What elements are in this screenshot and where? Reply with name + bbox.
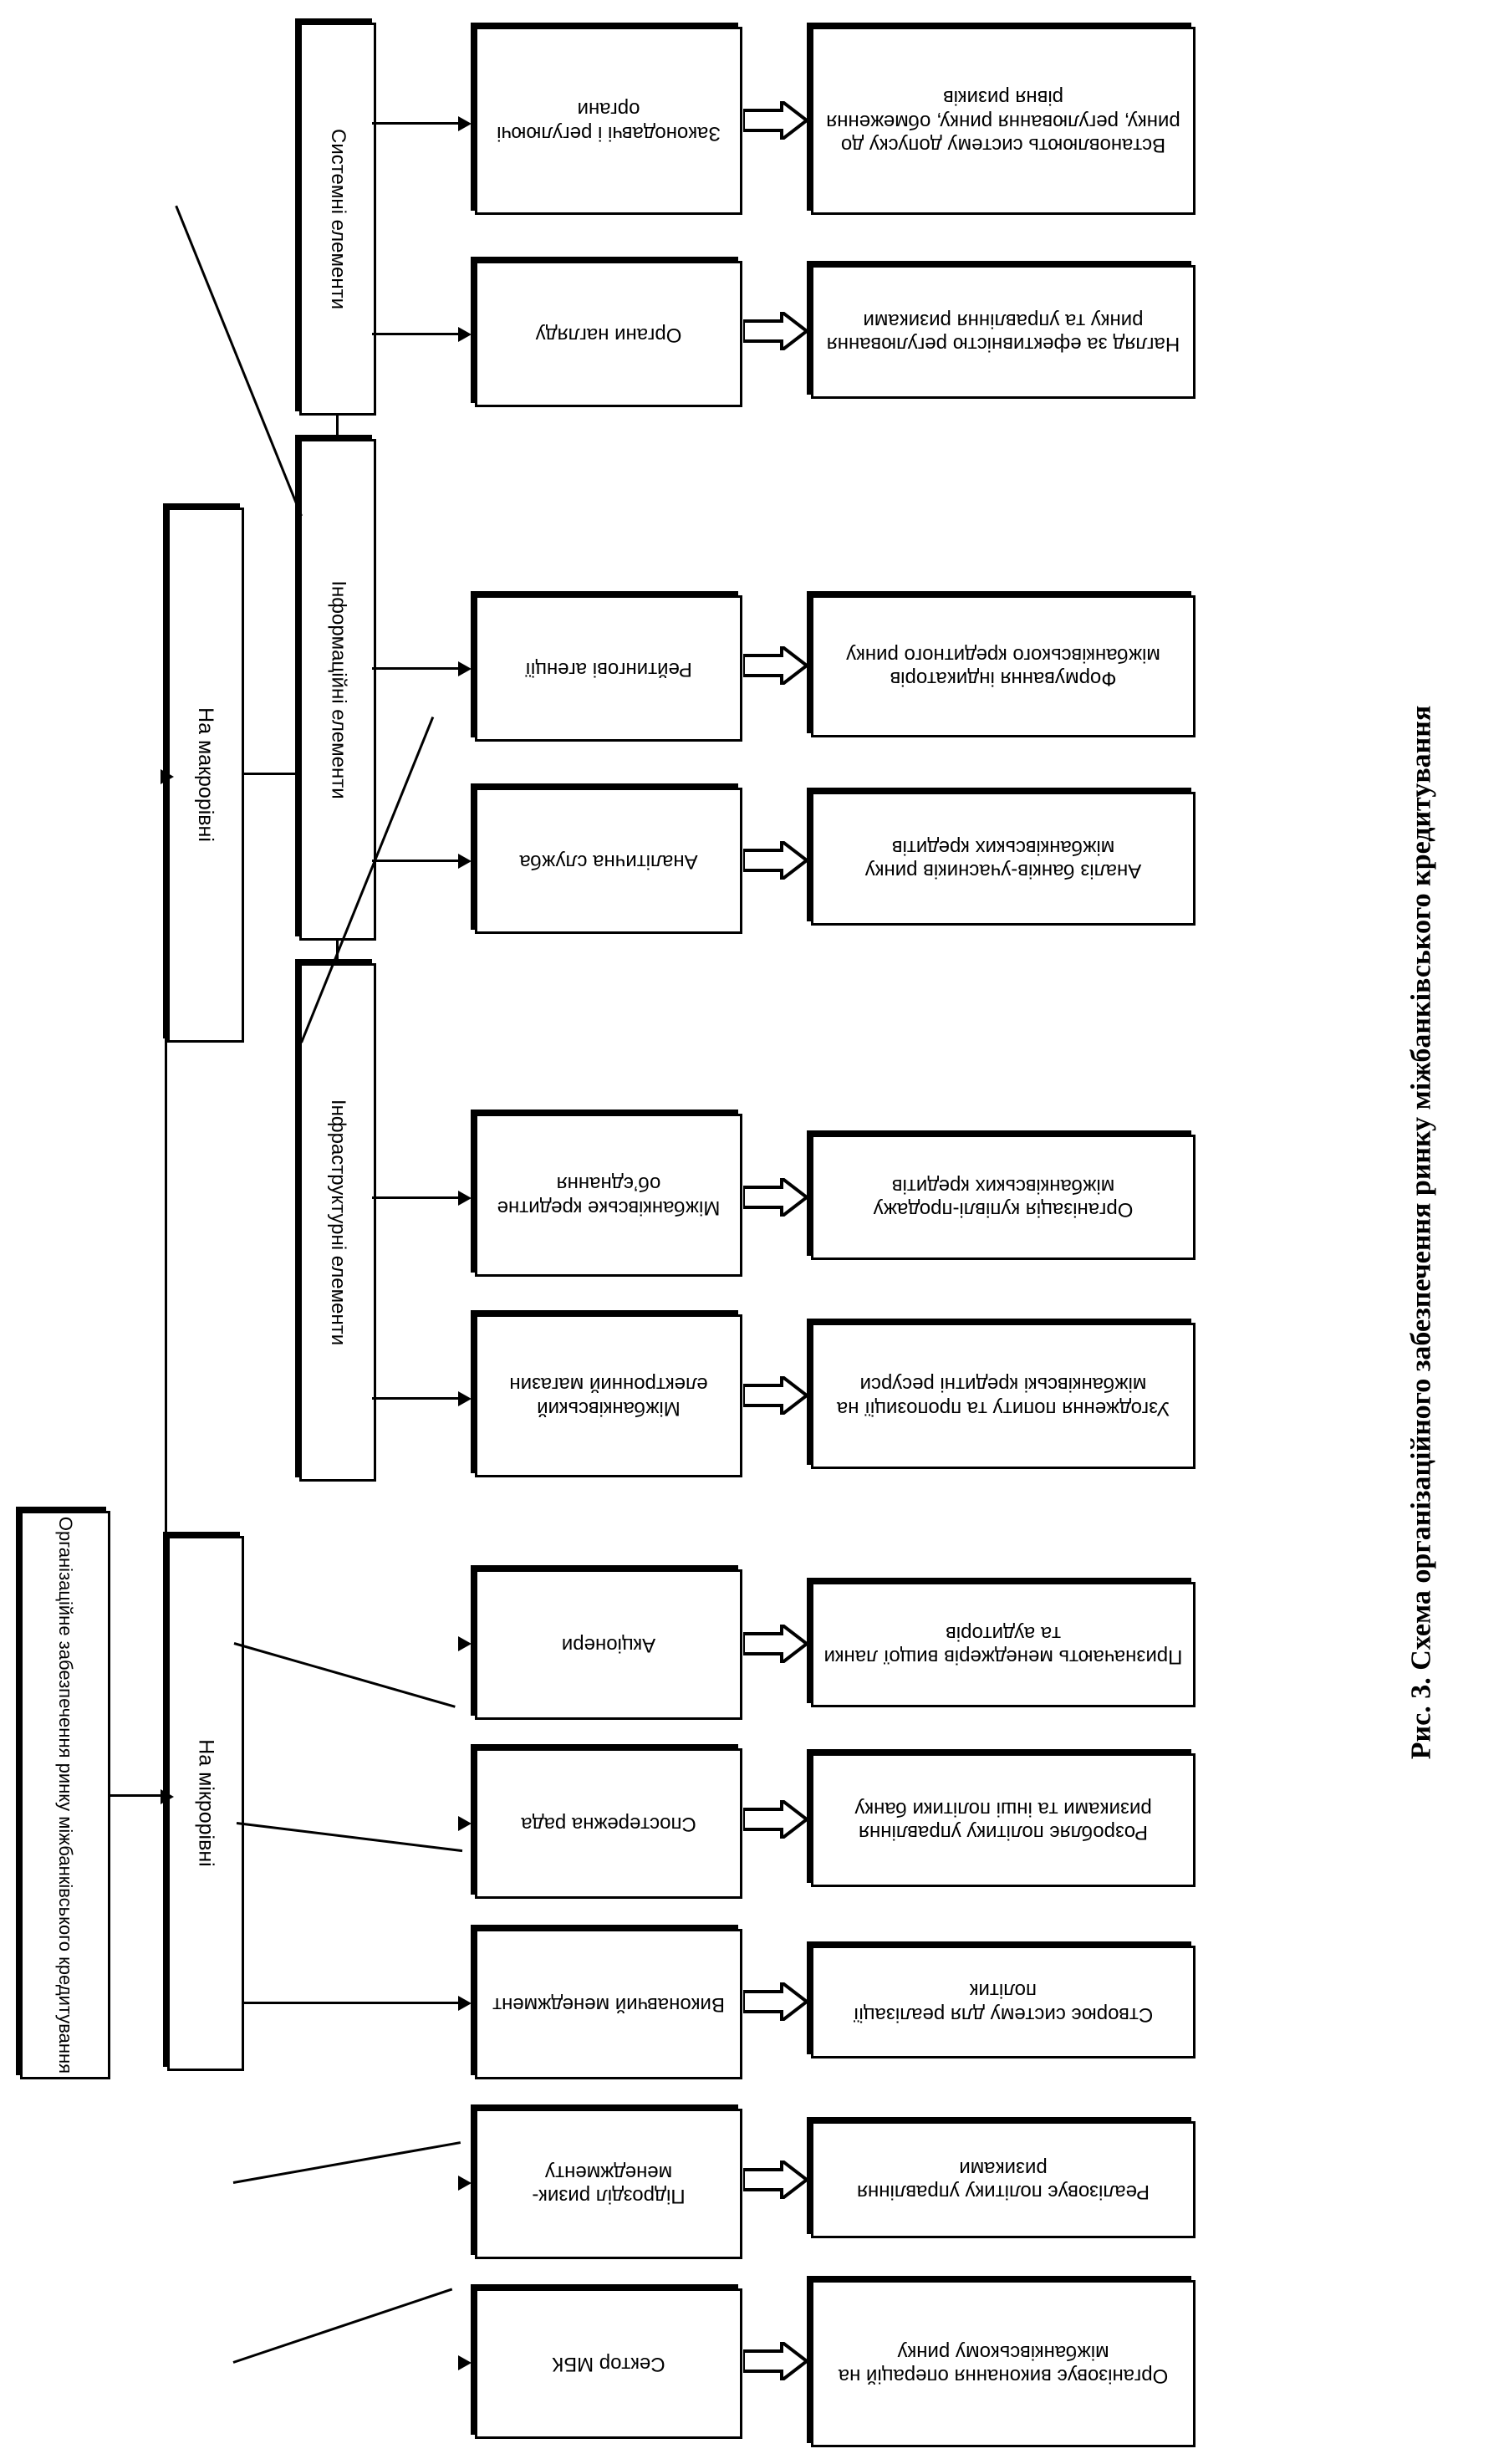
node-label-n6: Міжбанківський електронний магазин <box>509 1373 708 1420</box>
level-label-micro: На мікрорівні <box>194 1739 218 1868</box>
desc-text-n7: Організація купівлі-продажу міжбанківськ… <box>873 1175 1134 1222</box>
node-box-n9: Рейтингові агенції <box>475 595 742 742</box>
desc-text-n1: Організовує виконання операцій на міжбан… <box>838 2341 1169 2388</box>
connector-group-spine-2 <box>336 414 339 439</box>
desc-box-n10: Нагляд за ефективністю регулювання ринку… <box>811 265 1196 399</box>
level-box-macro: На макрорівні <box>167 508 244 1043</box>
node-box-n3: Виконавчий менеджмент <box>475 1929 742 2079</box>
node-label-n7: Міжбанківське кредитне об’єднання <box>497 1172 721 1219</box>
node-box-n7: Міжбанківське кредитне об’єднання <box>475 1114 742 1277</box>
desc-text-n10: Нагляд за ефективністю регулювання ринку… <box>826 309 1180 356</box>
desc-text-n4: Розробляє політику управління ризиками т… <box>854 1798 1152 1844</box>
block-arrow-n7-icon <box>743 1178 807 1217</box>
group-box-infrastructure: Інфраструктурні елементи <box>299 963 376 1482</box>
desc-box-n9: Формування індикаторів міжбанківського к… <box>811 595 1196 737</box>
block-arrow-n2-icon <box>743 2160 807 2199</box>
arrow-root-to-micro-icon <box>161 1789 174 1804</box>
connector-group-to-n9 <box>372 667 464 670</box>
connector-root-to-levels <box>109 1794 167 1797</box>
node-label-n8: Аналітична служба <box>519 849 698 873</box>
node-box-n5: Акціонери <box>475 1569 742 1720</box>
node-box-n11: Законодавчі і регулюючі органи <box>475 27 742 215</box>
arrow-micro-to-n2-icon <box>458 2176 472 2191</box>
level-box-micro: На мікрорівні <box>167 1536 244 2071</box>
block-arrow-n3-icon <box>743 1982 807 2021</box>
connector-macro-to-groups <box>244 773 299 775</box>
block-arrow-n4-icon <box>743 1800 807 1839</box>
arrow-root-to-macro-icon <box>161 769 174 784</box>
desc-text-n8: Аналіз банків-учасників ринку міжбанківс… <box>864 836 1142 883</box>
figure-caption: Рис. 3. Схема організаційного забезпечен… <box>1350 0 1492 2464</box>
desc-box-n2: Реалізовує політику управління ризиками <box>811 2121 1196 2238</box>
node-box-n1: Сектор МБК <box>475 2288 742 2439</box>
block-arrow-n5-icon <box>743 1625 807 1663</box>
arrow-micro-to-n5-icon <box>458 1636 472 1651</box>
block-arrow-n9-icon <box>743 646 807 685</box>
connector-levels-spine <box>165 775 167 1803</box>
node-label-n4: Спостережна рада <box>521 1813 696 1836</box>
connector-group-to-n10 <box>372 333 464 335</box>
connector-micro-to-n1 <box>232 2288 453 2364</box>
connector-micro-to-n3 <box>242 2002 464 2004</box>
desc-box-n3: Створює систему для реалізації політик <box>811 1946 1196 2058</box>
group-label-information: Інформаційні елементи <box>326 580 349 799</box>
connector-macro-diag-bottom <box>175 205 303 517</box>
desc-text-n6: Узгодження попиту та пропозиції на міжба… <box>836 1373 1170 1420</box>
node-box-n4: Спостережна рада <box>475 1748 742 1899</box>
node-label-n5: Акціонери <box>561 1634 656 1657</box>
block-arrow-n11-icon <box>743 101 807 140</box>
block-arrow-n6-icon <box>743 1376 807 1415</box>
desc-box-n7: Організація купівлі-продажу міжбанківськ… <box>811 1135 1196 1260</box>
arrow-micro-to-n1-icon <box>458 2355 472 2370</box>
group-label-system: Системні елементи <box>327 129 349 309</box>
block-arrow-n8-icon <box>743 841 807 880</box>
desc-box-n4: Розробляє політику управління ризиками т… <box>811 1753 1196 1887</box>
desc-box-n6: Узгодження попиту та пропозиції на міжба… <box>811 1323 1196 1469</box>
arrow-micro-to-n4-icon <box>458 1816 472 1831</box>
desc-box-n5: Призначають менеджерів вищої ланки та ау… <box>811 1582 1196 1707</box>
group-box-system: Системні елементи <box>299 23 376 416</box>
root-box: Організаційне забезпечення ринку міжбанк… <box>20 1511 110 2079</box>
node-box-n10: Органи нагляду <box>475 261 742 407</box>
node-label-n2: Підрозділ ризик-менеджменту <box>532 2161 686 2208</box>
node-box-n2: Підрозділ ризик-менеджменту <box>475 2109 742 2259</box>
node-label-n1: Сектор МБК <box>552 2353 665 2376</box>
connector-group-to-n11 <box>372 122 464 125</box>
level-label-macro: На макрорівні <box>194 707 218 843</box>
block-arrow-n10-icon <box>743 312 807 350</box>
desc-box-n1: Організовує виконання операцій на міжбан… <box>811 2280 1196 2447</box>
connector-group-to-n7 <box>372 1196 464 1199</box>
node-label-n11: Законодавчі і регулюючі органи <box>497 98 721 145</box>
group-box-information: Інформаційні елементи <box>299 439 376 941</box>
root-label: Організаційне забезпечення ринку міжбанк… <box>55 1516 76 2074</box>
desc-text-n11: Встановлюють систему допуску до ринку, р… <box>826 86 1180 156</box>
desc-text-n3: Створює систему для реалізації політик <box>853 1979 1154 2026</box>
connector-micro-to-n5 <box>233 1642 456 1708</box>
desc-text-n5: Призначають менеджерів вищої ланки та ау… <box>823 1622 1183 1669</box>
desc-text-n2: Реалізовує політику управління ризиками <box>857 2157 1150 2204</box>
desc-box-n11: Встановлюють систему допуску до ринку, р… <box>811 27 1196 215</box>
connector-group-to-n8 <box>372 860 464 862</box>
figure-caption-text: Рис. 3. Схема організаційного забезпечен… <box>1405 705 1437 1759</box>
connector-micro-to-n2 <box>232 2141 461 2184</box>
flowchart-canvas: Організаційне забезпечення ринку міжбанк… <box>20 23 1196 2447</box>
node-box-n6: Міжбанківський електронний магазин <box>475 1314 742 1477</box>
node-label-n10: Органи нагляду <box>535 323 682 346</box>
desc-box-n8: Аналіз банків-учасників ринку міжбанківс… <box>811 792 1196 926</box>
connector-group-to-n6 <box>372 1397 464 1400</box>
connector-micro-to-n4 <box>236 1822 463 1853</box>
node-label-n9: Рейтингові агенції <box>525 657 692 681</box>
group-label-infrastructure: Інфраструктурні елементи <box>326 1099 349 1346</box>
node-label-n3: Виконавчий менеджмент <box>492 1993 725 2017</box>
desc-text-n9: Формування індикаторів міжбанківського к… <box>846 644 1160 691</box>
node-box-n8: Аналітична служба <box>475 788 742 934</box>
block-arrow-n1-icon <box>743 2342 807 2380</box>
